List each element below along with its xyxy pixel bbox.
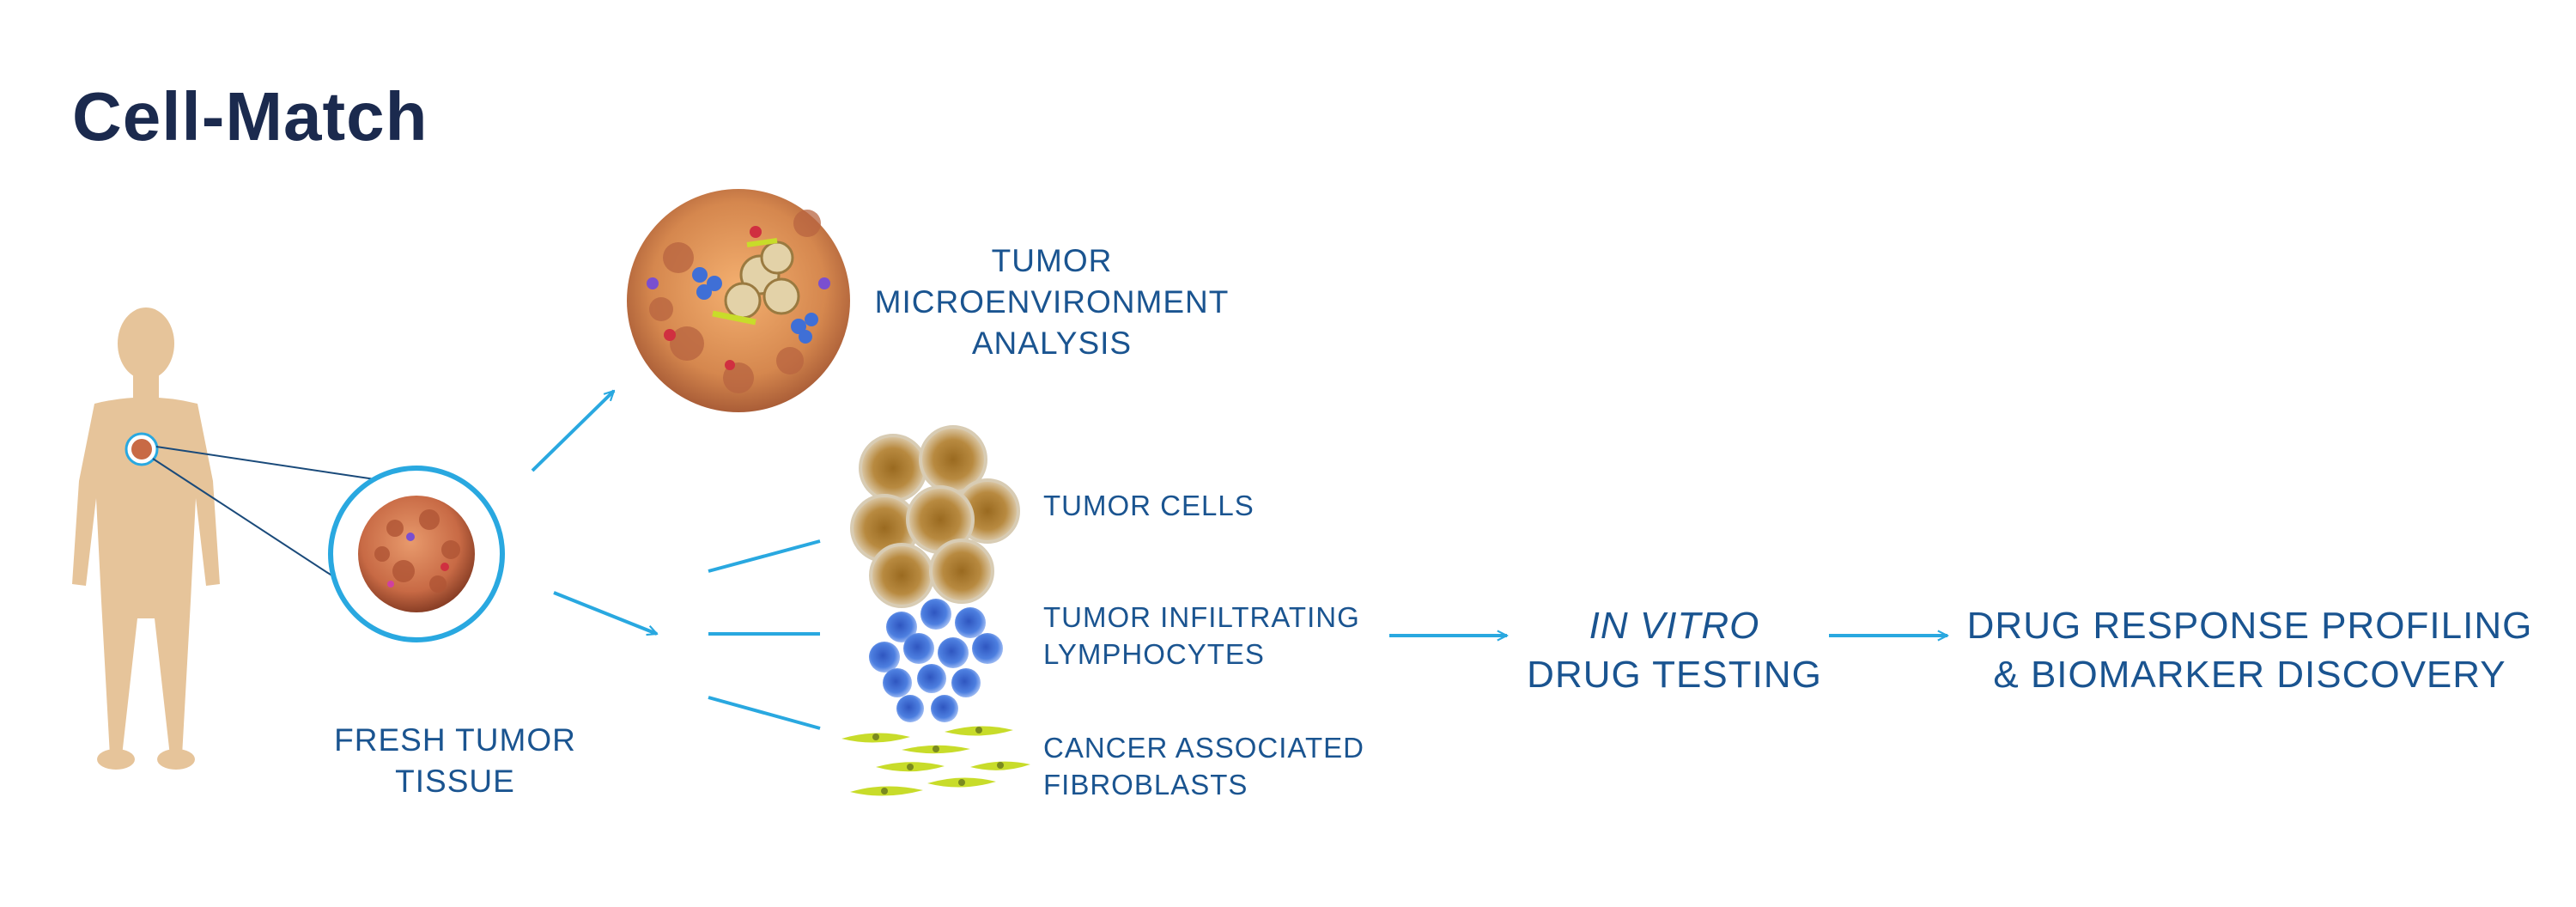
til-label: TUMOR INFILTRATING LYMPHOCYTES	[1043, 601, 1360, 670]
arrow-to-cell-types	[553, 591, 657, 634]
tme-label: TUMOR MICROENVIRONMENT ANALYSIS	[874, 243, 1230, 362]
arrow-to-tme	[531, 391, 614, 472]
branch-line-fibroblasts	[708, 696, 821, 730]
caf-label: CANCER ASSOCIATED FIBROBLASTS	[1043, 732, 1364, 800]
lymphocytes-icon	[869, 599, 1003, 722]
fresh-tumor-label: FRESH TUMOR TISSUE	[334, 722, 576, 800]
tumor-tissue-icon	[328, 466, 505, 642]
tumor-cells-label: TUMOR CELLS	[1043, 490, 1255, 521]
human-body-icon	[72, 307, 220, 770]
in-vitro-label: IN VITRO DRUG TESTING	[1527, 605, 1822, 697]
tumor-microenvironment-icon	[627, 189, 850, 412]
branch-line-tumor-cells	[708, 539, 821, 573]
fibroblasts-icon	[841, 726, 1030, 796]
drug-response-label: DRUG RESPONSE PROFILING & BIOMARKER DISC…	[1966, 605, 2533, 697]
page-title: Cell-Match	[72, 78, 428, 155]
tumor-cells-icon	[850, 425, 1020, 608]
